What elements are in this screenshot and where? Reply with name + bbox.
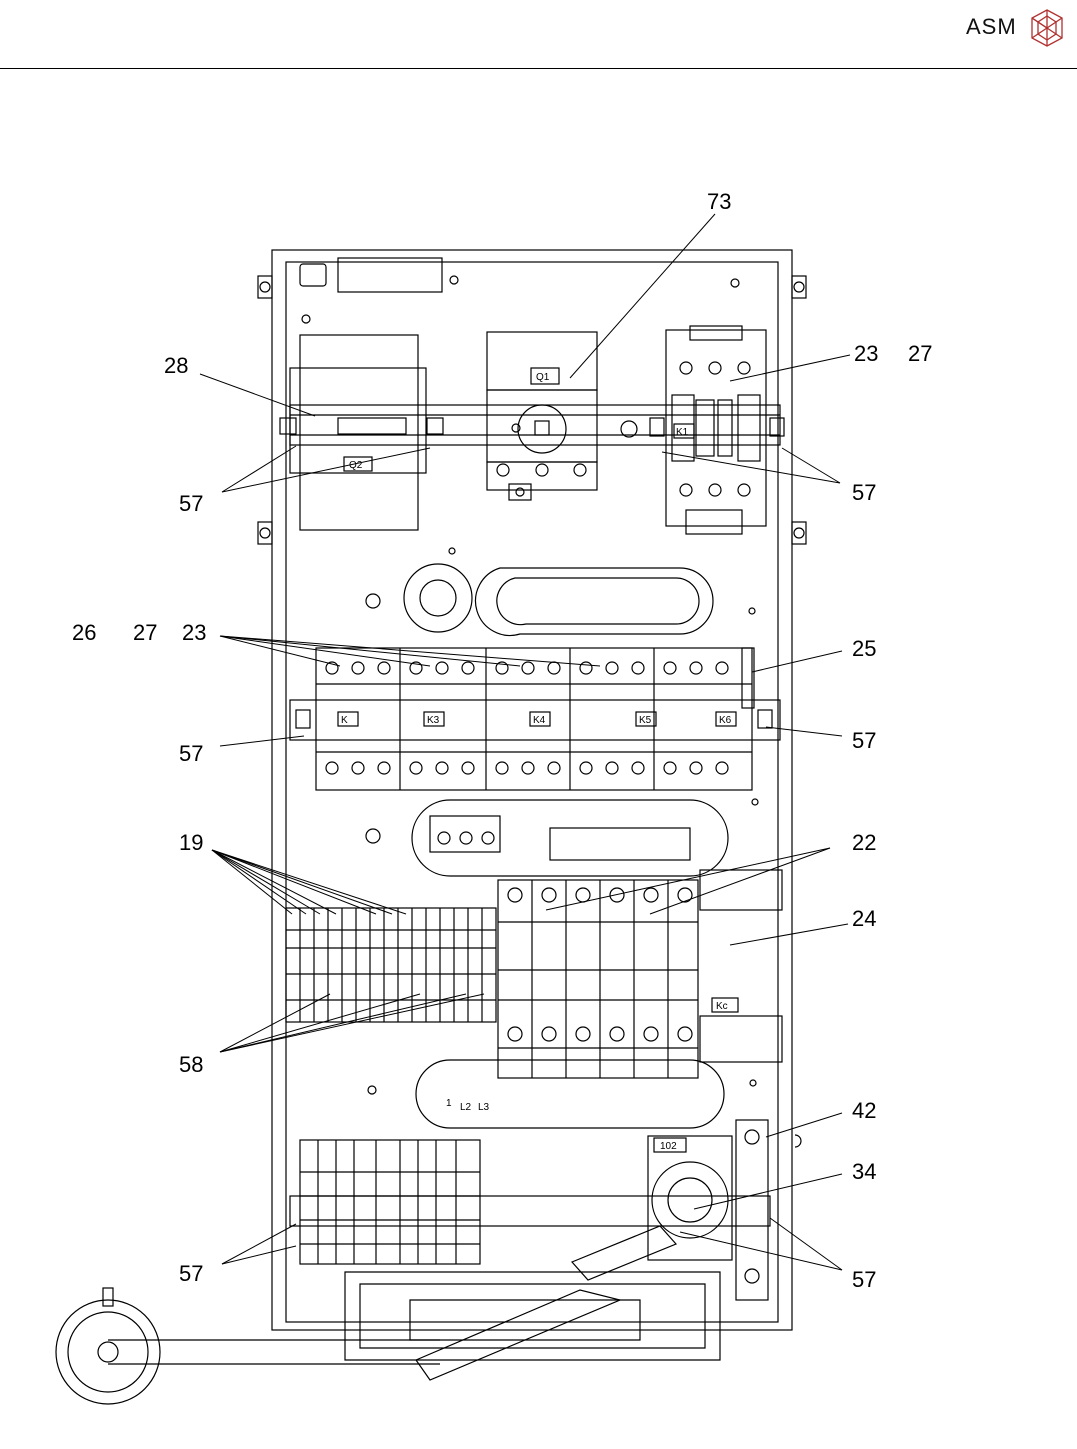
cable-gland [404,564,472,632]
q1-switch-body [487,390,597,462]
callout-24: 24 [852,906,876,931]
base-frame [345,1272,720,1360]
callout-28: 28 [164,353,188,378]
callout-25: 25 [852,636,876,661]
terminal-block-24-top [700,870,782,910]
label-x102: 102 [660,1141,677,1152]
callout-19: 19 [179,830,203,855]
mounting-bolts [258,276,806,544]
terminal-strip-bottom-dividers [318,1140,456,1264]
callout-57-bottom-right: 57 [852,1267,876,1292]
part-42 [736,1120,768,1300]
terminal-block-24-bottom [700,1016,782,1062]
callout-27-top: 27 [908,341,932,366]
label-q2: Q2 [349,460,363,471]
q2-device [300,335,418,530]
callout-27-middle: 27 [133,620,157,645]
label-k6: K6 [719,715,732,726]
callout-23-top: 23 [854,341,878,366]
label-k5: K5 [639,715,652,726]
cable-duct-lower [416,1060,724,1128]
callout-34: 34 [852,1159,876,1184]
callout-57-middle-left: 57 [179,741,203,766]
label-l1: 1 [446,1098,452,1109]
nameplate [338,258,442,292]
contactor-terminals-bottom [326,762,728,774]
terminal-strip-left [286,908,496,1022]
callout-26: 26 [72,620,96,645]
mounting-plate-inner [286,262,778,1322]
contactor-terminals-top [326,662,728,674]
callout-22: 22 [852,830,876,855]
callout-42: 42 [852,1098,876,1123]
callout-23-middle: 23 [182,620,206,645]
handle-arm [416,1290,620,1380]
label-q1: Q1 [536,372,550,383]
callout-57-top-right: 57 [852,480,876,505]
label-k1: K1 [676,427,689,438]
din-rail-bottom [290,1196,770,1226]
terminal-strip-left-blocks [300,908,482,1022]
callout-58: 58 [179,1052,203,1077]
label-l2: L2 [460,1102,472,1113]
callout-57-bottom-left: 57 [179,1261,203,1286]
label-k3: K3 [427,715,440,726]
label-k4: K4 [533,715,546,726]
callout-73: 73 [707,189,731,214]
label-kc: Kc [716,1001,728,1012]
label-k2: K [341,715,348,726]
cable-duct-middle [412,800,728,876]
pivot-hub [56,1300,160,1404]
callout-57-top-left: 57 [179,491,203,516]
terminal-strip-bottom [300,1140,480,1264]
label-l3: L3 [478,1102,490,1113]
callout-57-middle-right: 57 [852,728,876,753]
